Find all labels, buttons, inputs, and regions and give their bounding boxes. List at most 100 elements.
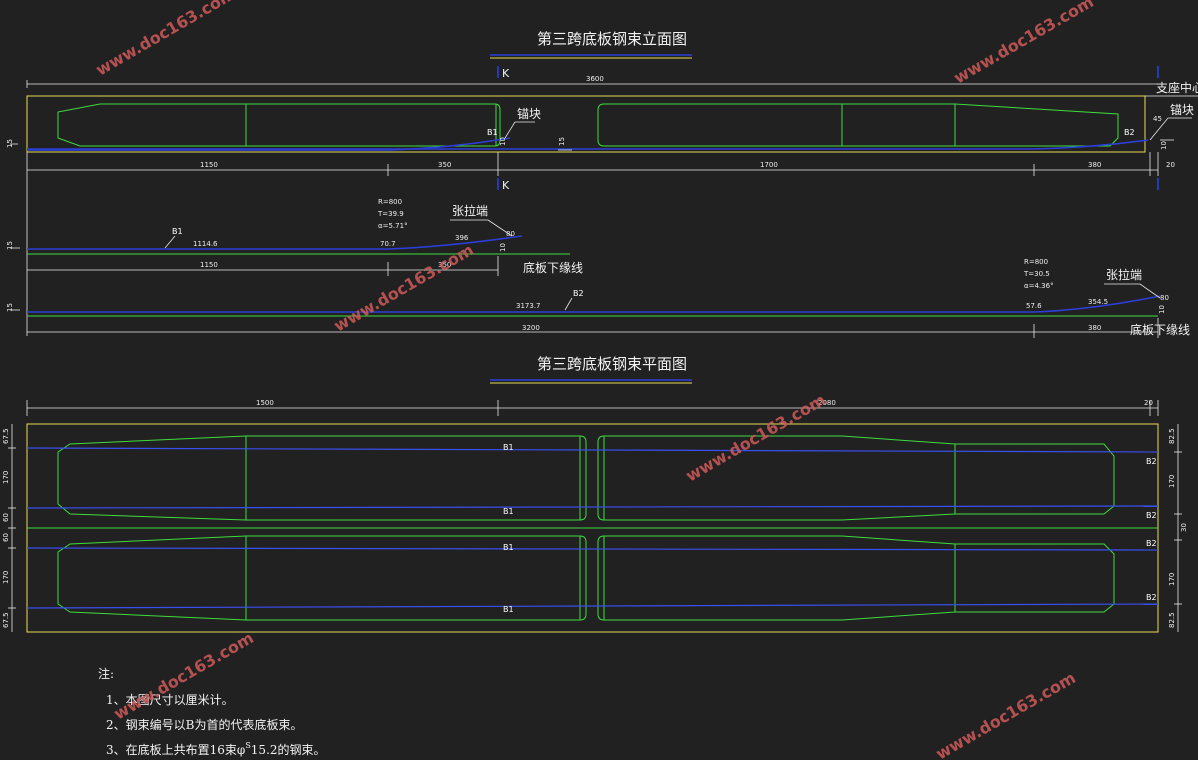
b2-tangent-dim: 57.6 (1026, 302, 1042, 310)
plan-b2-label-2: B2 (1146, 511, 1157, 520)
plan-title: 第三跨底板钢束平面图 (537, 355, 687, 373)
plan-tendon-2 (26, 505, 1159, 509)
watermark-4: www.doc163.com (683, 390, 829, 485)
elevation-b2-label: B2 (1124, 128, 1135, 137)
b1-curve-a: α=5.71° (378, 222, 408, 230)
plan-left-dim-4: 60 (2, 533, 10, 542)
b2-curve-t: T=30.5 (1023, 270, 1050, 278)
plan-left-dim-6: 67.5 (2, 612, 10, 628)
b1-profile-tendon (27, 235, 523, 250)
plan-top-dim-20: 20 (1144, 399, 1153, 407)
b1-tangent-dim: 70.7 (380, 240, 396, 248)
b2-baseline-label: 底板下缘线 (1130, 322, 1190, 337)
plan-top-dim-1500: 1500 (256, 399, 274, 407)
overall-dim-text: 3600 (586, 75, 604, 83)
plan-left-dim-3: 60 (2, 513, 10, 522)
b1-profile-label: B1 (172, 227, 183, 236)
note-item-3-sup: S (245, 741, 250, 750)
note-item-2: 2、钢束编号以B为首的代表底板束。 (106, 717, 302, 732)
watermark-5: www.doc163.com (111, 628, 257, 723)
note-item-3: 3、在底板上共布置16束φS15.2的钢束。 (106, 741, 326, 757)
elevation-right-box (597, 103, 1119, 147)
anchor-leader-right (1149, 117, 1169, 141)
bearing-label: 支座中心线 (1156, 80, 1198, 95)
b1-dim-10: 10 (499, 243, 507, 252)
b2-bottom-dim-380: 380 (1088, 324, 1101, 332)
elev-bottom-dim-350: 350 (438, 161, 451, 169)
plan-b2-label-1: B2 (1146, 457, 1157, 466)
note-item-3-part-1: 3、在底板上共布置16束φ (106, 742, 245, 757)
b2-anchor-label: 张拉端 (1106, 267, 1142, 282)
b1-length-straight: 1114.6 (193, 240, 218, 248)
plan-tendon-4 (26, 603, 1159, 609)
plan-right-dim-3: 30 (1180, 523, 1188, 532)
plan-left-dim-1: 67.5 (2, 428, 10, 444)
b2-curve-r: R=800 (1024, 258, 1048, 266)
elevation-title: 第三跨底板钢束立面图 (537, 30, 687, 48)
plan-upper-left-box (57, 435, 587, 521)
b1-dim-15: 15 (6, 241, 14, 250)
plan-tendon-3 (26, 547, 1159, 551)
plan-lower-left-box (57, 535, 587, 621)
b1-bottom-dim-350: 350 (438, 261, 451, 269)
elevation-tendon-b1 (27, 137, 511, 151)
b1-curve-r: R=800 (378, 198, 402, 206)
plan-b1-label-2: B1 (503, 507, 514, 516)
b2-length-straight: 3173.7 (516, 302, 541, 310)
plan-b1-label-1: B1 (503, 443, 514, 452)
elev-dim-45: 45 (1153, 115, 1162, 123)
b1-baseline-label: 底板下缘线 (523, 260, 583, 275)
elevation-b1-label: B1 (487, 128, 498, 137)
watermark-6: www.doc163.com (933, 668, 1079, 760)
note-item-1: 1、本图尺寸以厘米计。 (106, 693, 234, 707)
b2-label-leader (564, 297, 573, 311)
b2-anchor-leader-2 (1139, 283, 1161, 299)
b2-dim-15: 15 (6, 303, 14, 312)
b2-profile-label: B2 (573, 289, 584, 298)
b2-dim-354: 354.5 (1088, 298, 1108, 306)
b1-dim-396: 396 (455, 234, 469, 242)
plan-tendon-1 (26, 447, 1159, 453)
b2-dim-80: 80 (1160, 294, 1169, 302)
elev-bottom-dim-20: 20 (1166, 161, 1175, 169)
elevation-tendon-b2 (27, 139, 1149, 150)
elev-dim-right-10: 10 (1160, 141, 1168, 150)
plan-left-dim-5: 170 (2, 571, 10, 584)
section-k-bottom: K (502, 179, 510, 192)
plan-b1-label-3: B1 (503, 543, 514, 552)
elev-bottom-dim-1150: 1150 (200, 161, 218, 169)
plan-right-dim-5: 82.5 (1168, 612, 1176, 628)
elev-bottom-dim-380: 380 (1088, 161, 1101, 169)
elevation-frame (26, 95, 1146, 153)
plan-right-dim-4: 170 (1168, 573, 1176, 586)
anchor-label-mid: 锚块 (517, 106, 541, 121)
plan-left-dim-2: 170 (2, 471, 10, 484)
b1-curve-t: T=39.9 (377, 210, 404, 218)
anchor-label-right: 锚块 (1170, 102, 1194, 117)
b2-curve-a: α=4.36° (1024, 282, 1054, 290)
b1-anchor-label: 张拉端 (452, 203, 488, 218)
anchor-leader-mid (504, 121, 516, 139)
plan-b1-label-4: B1 (503, 605, 514, 614)
elevation-left-box (57, 103, 501, 147)
elev-bottom-dim-1700: 1700 (760, 161, 778, 169)
note-item-3-part-2: 15.2的钢束。 (251, 742, 326, 757)
b1-bottom-dim-1150: 1150 (200, 261, 218, 269)
b2-bottom-dim-3200: 3200 (522, 324, 540, 332)
b2-dim-10: 10 (1158, 305, 1166, 314)
elev-dim-mid-15: 15 (558, 137, 566, 146)
watermark-2: www.doc163.com (951, 0, 1097, 87)
plan-right-dim-2: 170 (1168, 475, 1176, 488)
plan-b2-label-4: B2 (1146, 593, 1157, 602)
section-k-top: K (502, 67, 510, 80)
notes-heading: 注: (98, 666, 114, 681)
plan-top-dim-2080: 2080 (818, 399, 836, 407)
watermark-1: www.doc163.com (93, 0, 239, 79)
b1-label-leader (164, 235, 176, 249)
plan-right-dim-1: 82.5 (1168, 428, 1176, 444)
plan-b2-label-3: B2 (1146, 539, 1157, 548)
b1-dim-80: 80 (506, 230, 515, 238)
elev-dim-15: 15 (6, 139, 14, 148)
elev-dim-mid-10: 10 (499, 137, 507, 146)
